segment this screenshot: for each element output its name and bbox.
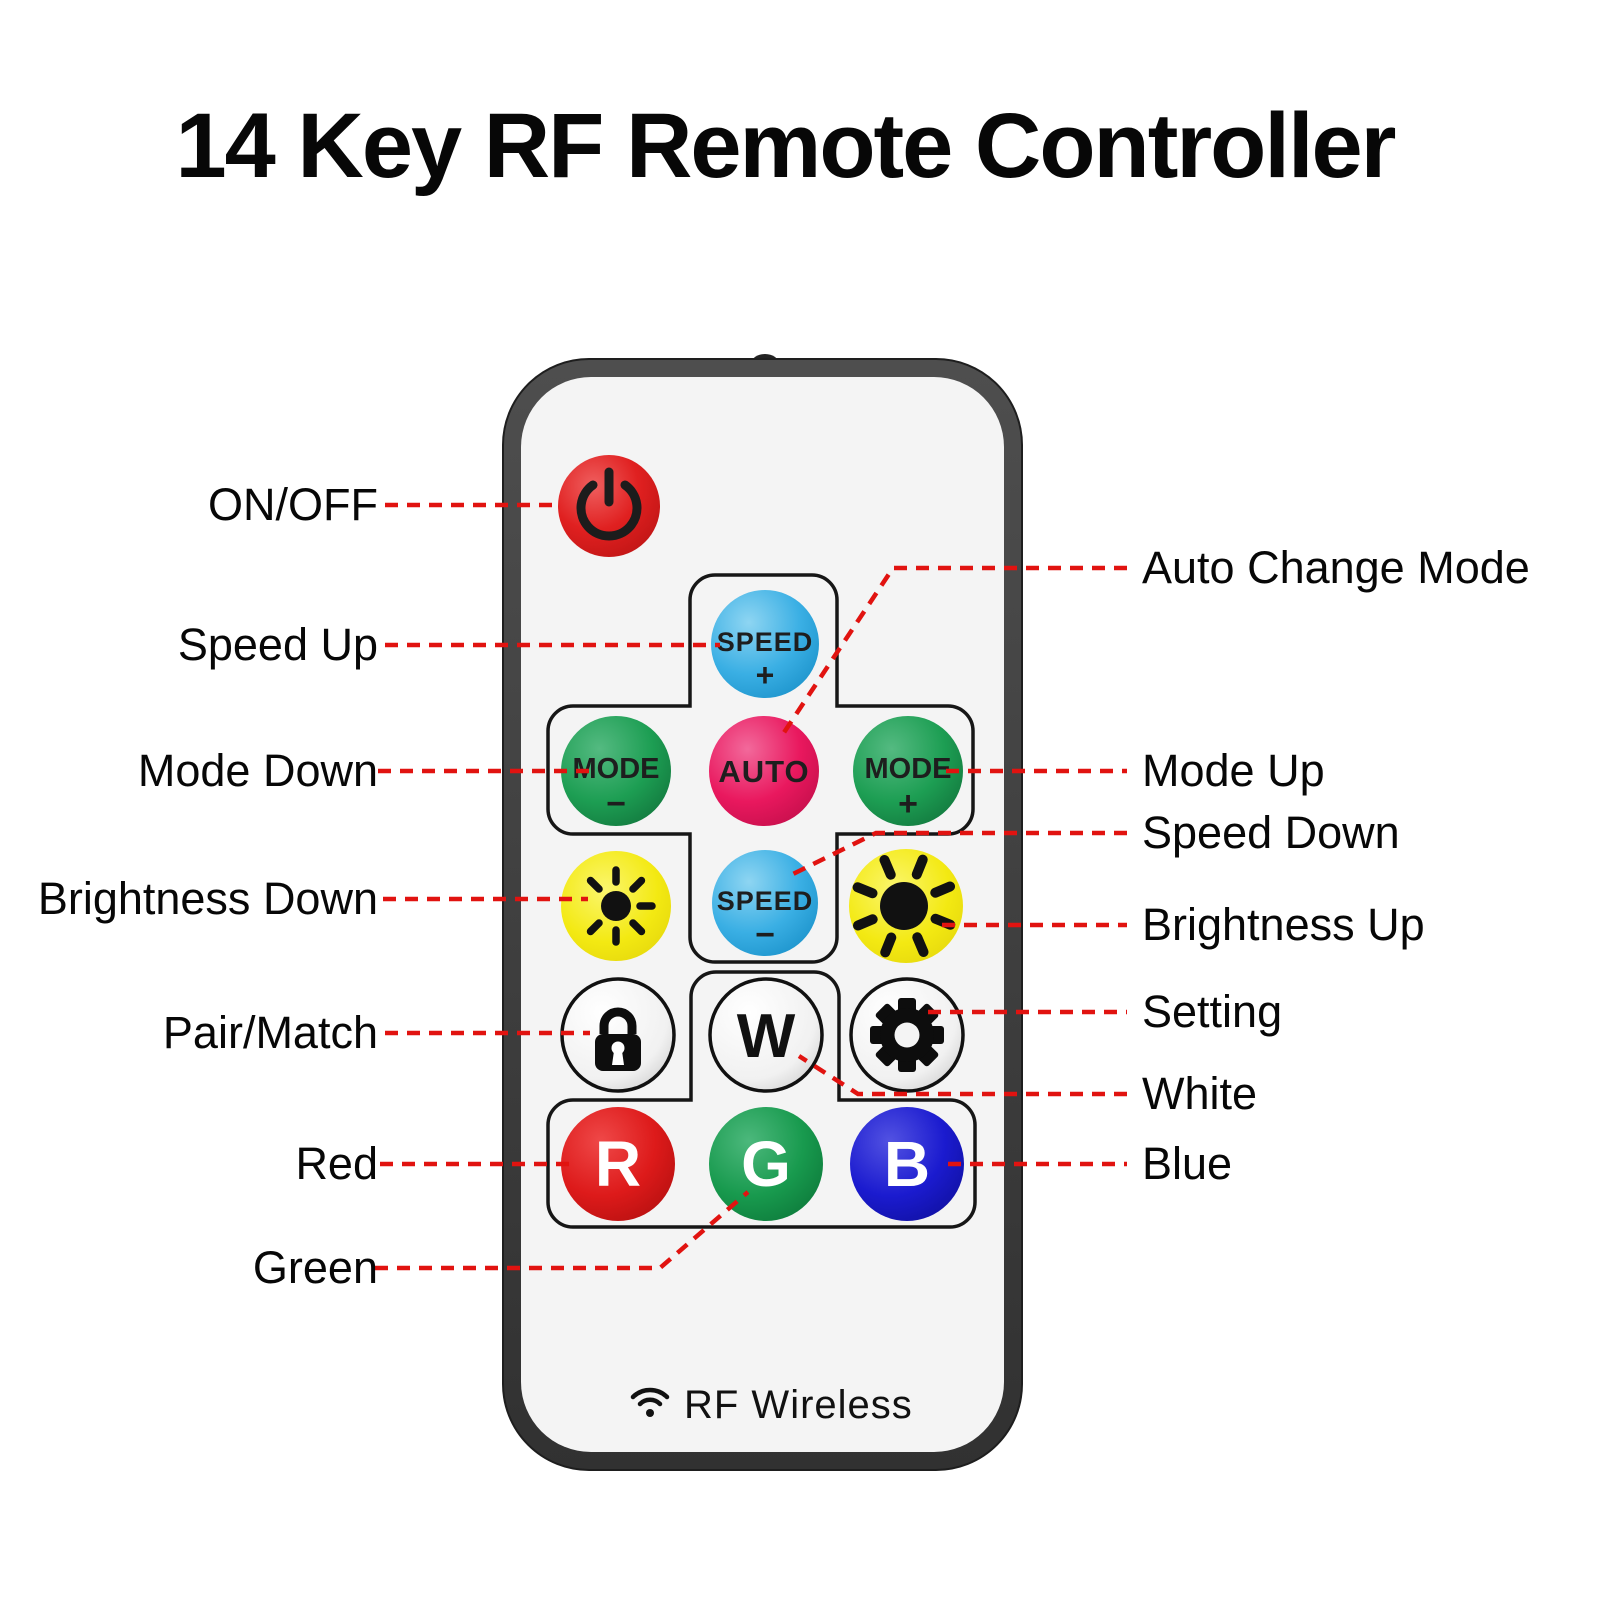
key-red[interactable]: R <box>561 1107 675 1221</box>
sun-small-icon <box>586 866 656 946</box>
key-brightness-down[interactable] <box>561 851 671 961</box>
label-brightness-down: Brightness Down <box>37 873 378 924</box>
key-white[interactable]: W <box>708 977 824 1093</box>
key-setting[interactable] <box>849 977 965 1093</box>
connector-white <box>797 1054 1127 1097</box>
mode-down-key-minus: − <box>606 785 626 823</box>
connector-auto-change-mode <box>779 565 1127 739</box>
blue-key-label: B <box>884 1128 930 1200</box>
connector-speed-down <box>788 830 1127 879</box>
label-speed-down: Speed Down <box>1142 807 1400 858</box>
auto-key-label: AUTO <box>718 754 809 789</box>
key-power[interactable] <box>558 455 660 557</box>
sun-large-icon <box>852 854 956 958</box>
key-auto[interactable]: AUTO <box>709 716 819 826</box>
rgbw-keys-outline <box>546 970 977 1229</box>
key-speed-down[interactable]: SPEED − <box>712 850 818 956</box>
key-mode-up[interactable]: MODE + <box>853 716 963 826</box>
label-green: Green <box>252 1242 378 1293</box>
speed-down-key-label: SPEED <box>717 886 814 916</box>
label-blue: Blue <box>1142 1138 1233 1189</box>
key-brightness-up[interactable] <box>849 849 963 963</box>
label-speed-up: Speed Up <box>177 619 378 670</box>
power-icon <box>576 467 642 541</box>
key-mode-down[interactable]: MODE − <box>561 716 671 826</box>
label-pair-match: Pair/Match <box>162 1007 378 1058</box>
speed-up-key-plus: + <box>756 657 775 693</box>
label-setting: Setting <box>1142 986 1283 1037</box>
label-white: White <box>1142 1068 1258 1119</box>
gear-icon <box>870 998 944 1072</box>
key-blue[interactable]: B <box>850 1107 964 1221</box>
page-title: 14 Key RF Remote Controller <box>175 95 1397 197</box>
label-brightness-up: Brightness Up <box>1142 899 1425 950</box>
mode-up-key-label: MODE <box>865 753 952 785</box>
lock-icon <box>595 1007 641 1071</box>
cross-keys-outline <box>546 573 975 964</box>
wifi-icon <box>630 1387 670 1417</box>
green-key-label: G <box>741 1128 791 1200</box>
brand-text: RF Wireless <box>684 1383 913 1427</box>
label-red: Red <box>295 1138 378 1189</box>
key-speed-up[interactable]: SPEED + <box>711 590 819 698</box>
speed-down-key-minus: − <box>755 916 775 954</box>
white-key-label: W <box>737 1002 796 1071</box>
connector-green <box>375 1190 750 1271</box>
key-green[interactable]: G <box>709 1107 823 1221</box>
label-mode-down: Mode Down <box>137 745 378 796</box>
label-mode-up: Mode Up <box>1142 745 1325 796</box>
mode-up-key-plus: + <box>898 785 918 823</box>
speed-up-key-label: SPEED <box>717 627 814 657</box>
red-key-label: R <box>595 1128 641 1200</box>
label-on-off: ON/OFF <box>208 479 378 530</box>
label-auto-change-mode: Auto Change Mode <box>1142 542 1530 593</box>
key-pair-match[interactable] <box>560 977 676 1093</box>
